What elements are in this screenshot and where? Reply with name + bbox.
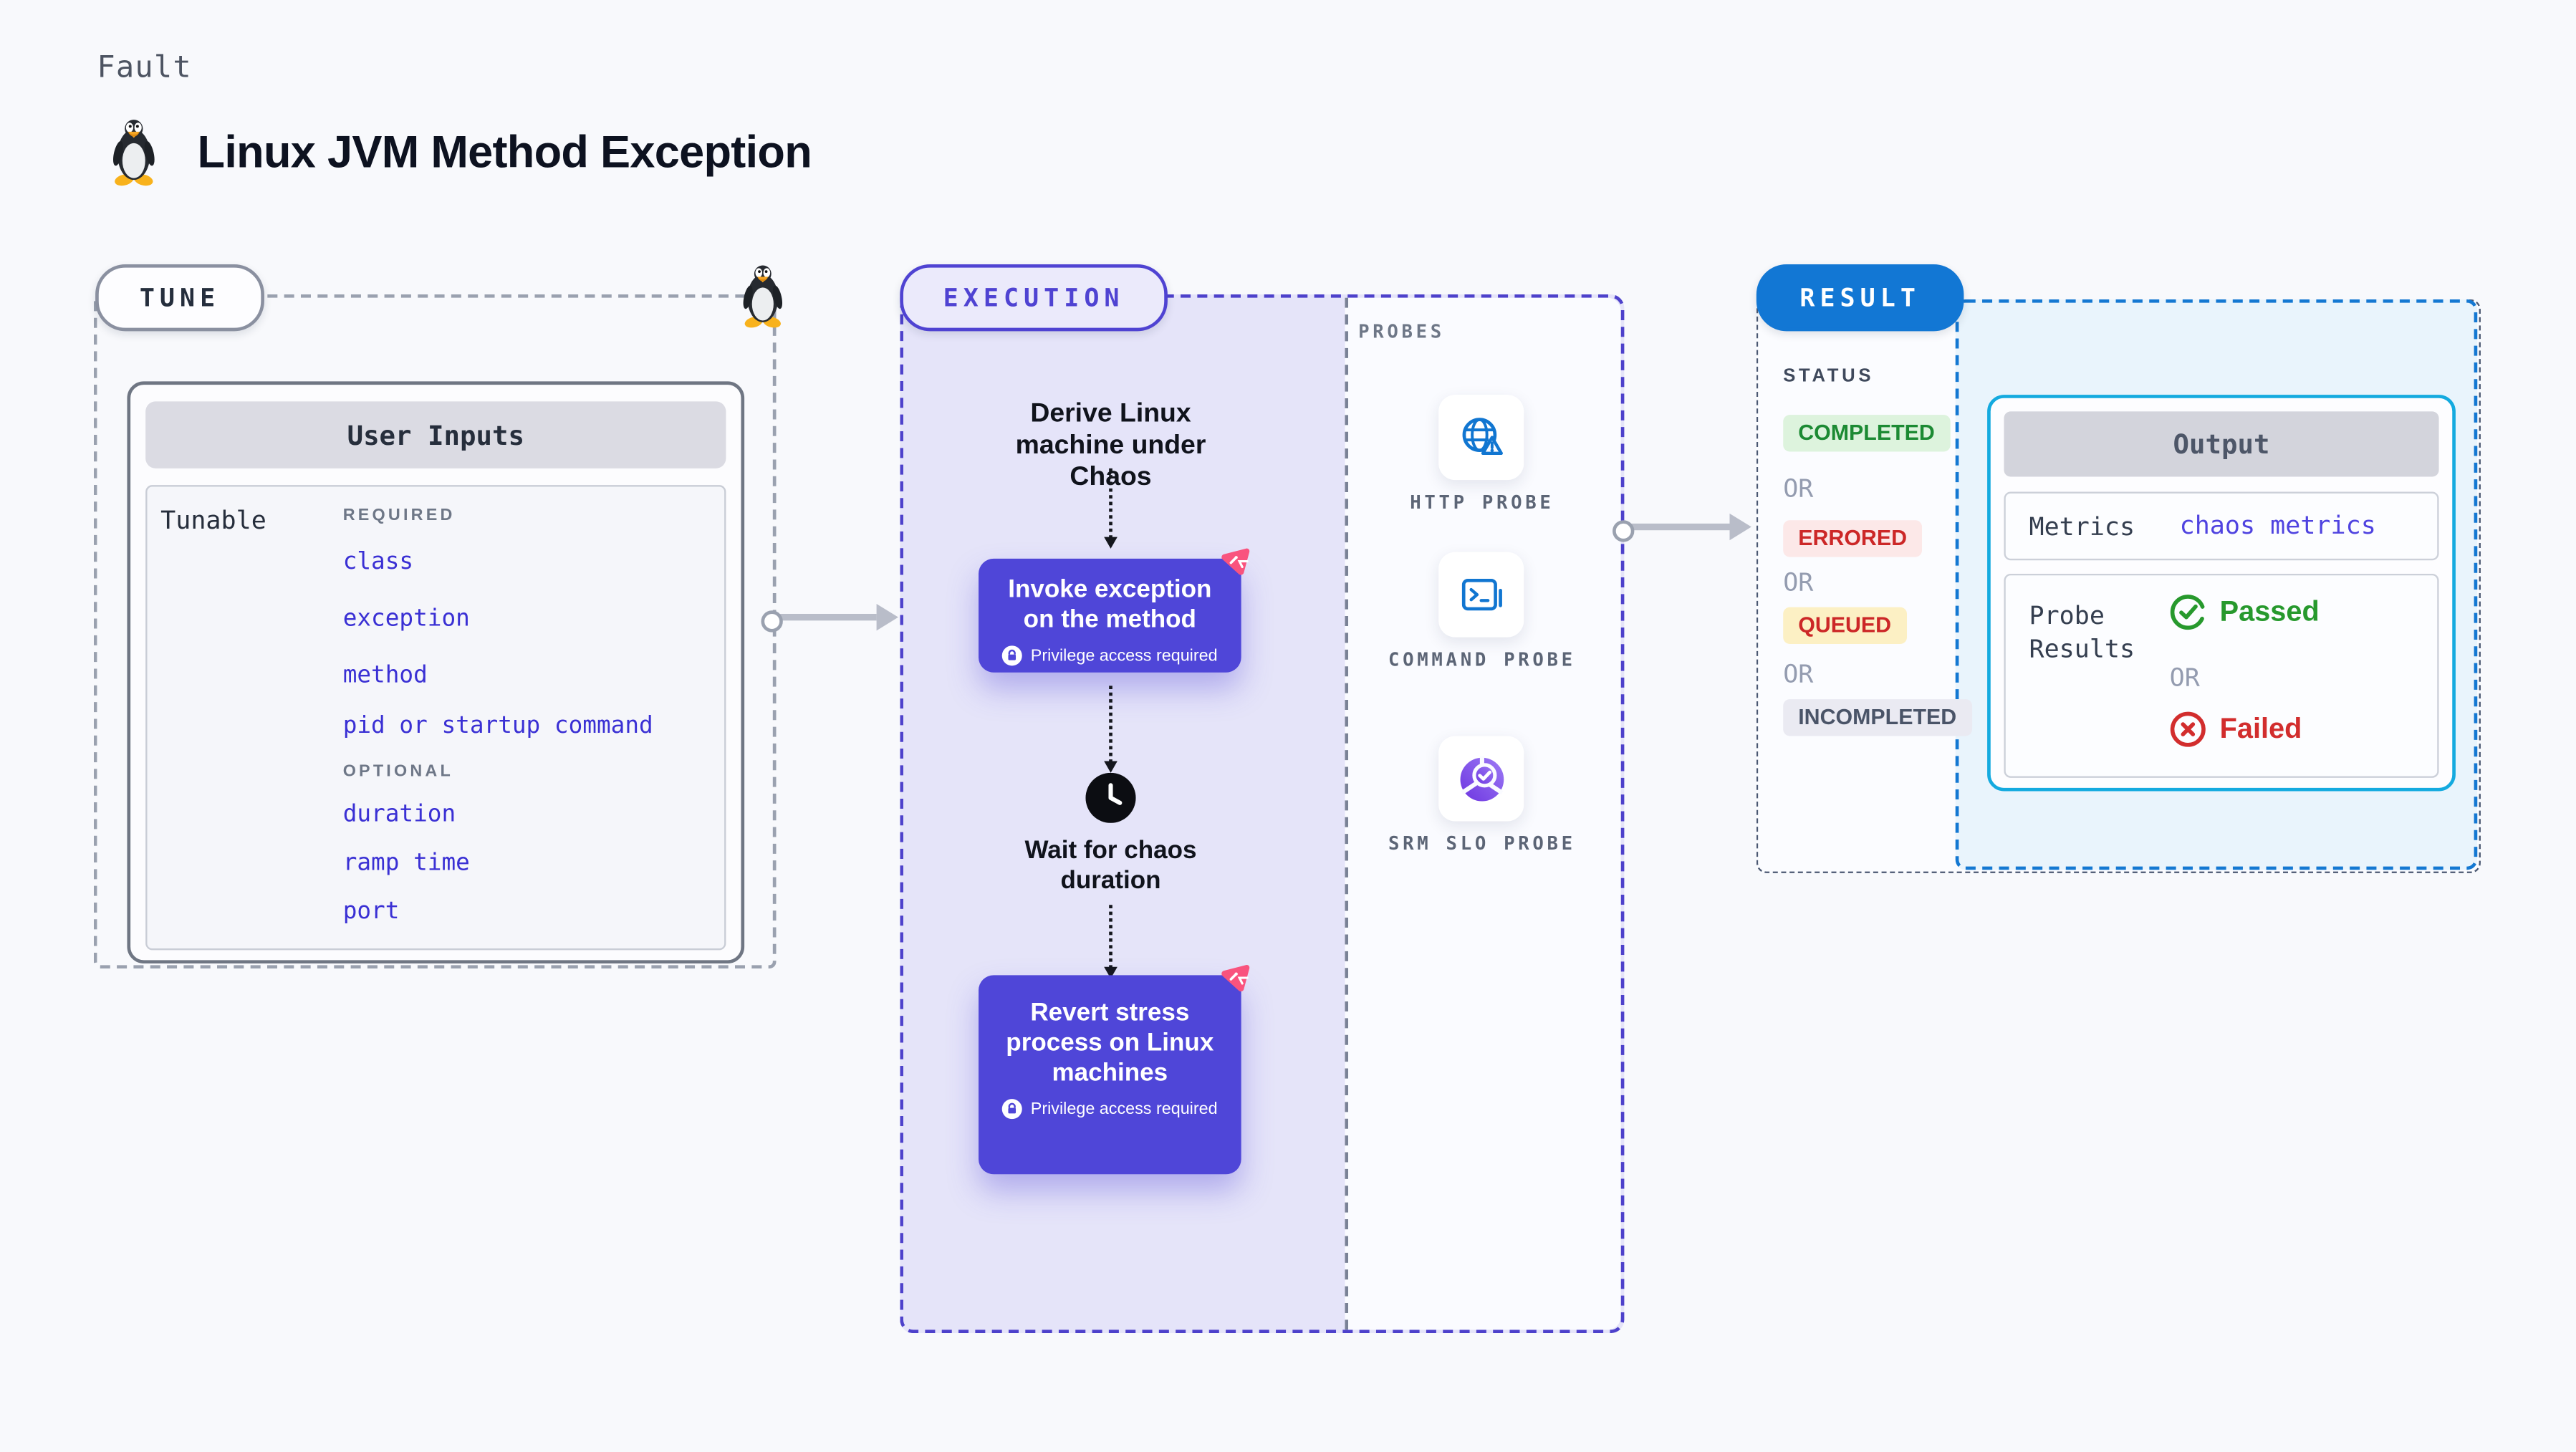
output-title: Output — [2173, 428, 2270, 461]
flow-step-derive: Derive Linux machine under Chaos — [1015, 400, 1206, 492]
srm-slo-probe-card — [1438, 736, 1524, 822]
output-card-header: Output — [2004, 411, 2439, 477]
status-badge-errored: ERRORED — [1783, 520, 1923, 557]
execution-to-result-arrow — [1629, 523, 1730, 531]
passed-result: Passed — [2170, 594, 2320, 630]
execution-pill-label: EXECUTION — [943, 282, 1125, 313]
invoke-exception-step: Invoke exception on the method Privilege… — [979, 558, 1241, 673]
metrics-label: Metrics — [2029, 511, 2135, 542]
status-or-label: OR — [1783, 473, 1814, 504]
result-section-pill: RESULT — [1756, 264, 1964, 332]
status-or-label: OR — [1783, 659, 1814, 690]
output-card: Output Metrics chaos metrics Probe Resul… — [1987, 395, 2456, 792]
revert-privilege-badge: Privilege access required — [1030, 1100, 1218, 1119]
chaos-fault-icon — [1220, 547, 1251, 577]
execution-connector-dot — [1613, 520, 1635, 542]
tunable-link-duration[interactable]: duration — [342, 801, 456, 828]
command-probe-card — [1438, 552, 1524, 638]
required-section-label: REQUIRED — [342, 506, 456, 526]
http-probe-label: HTTP PROBE — [1410, 491, 1554, 514]
tunable-link-exception[interactable]: exception — [342, 605, 470, 633]
failed-label: Failed — [2219, 712, 2302, 745]
lock-icon — [1002, 1099, 1023, 1120]
tunable-link-method[interactable]: method — [342, 662, 428, 690]
status-title: STATUS — [1783, 366, 1875, 387]
execution-to-result-arrowhead — [1729, 513, 1751, 541]
tunable-link-pid-or-startup-command[interactable]: pid or startup command — [342, 712, 653, 740]
globe-alert-icon — [1461, 417, 1502, 454]
status-or-label: OR — [1783, 567, 1814, 597]
flow-step-wait: Wait for chaos duration — [1024, 836, 1197, 895]
metrics-row: Metrics chaos metrics — [2004, 491, 2439, 561]
flow-connector-3 — [1104, 905, 1118, 979]
tune-section-pill: TUNE — [95, 264, 264, 332]
fault-eyebrow: Fault — [97, 50, 192, 86]
chaos-fault-icon — [1220, 963, 1251, 993]
status-badge-incompleted: INCOMPLETED — [1783, 699, 1972, 736]
user-inputs-header: User Inputs — [145, 401, 726, 468]
tunable-list-panel — [145, 485, 726, 951]
tunable-link-class[interactable]: class — [342, 548, 414, 576]
status-badge-queued: QUEUED — [1783, 607, 1907, 645]
tunable-link-ramp-time[interactable]: ramp time — [342, 850, 470, 877]
page-title: Linux JVM Method Exception — [197, 127, 812, 178]
tune-to-execution-arrow — [776, 613, 877, 621]
http-probe-card — [1438, 395, 1524, 481]
result-pill-label: RESULT — [1799, 282, 1921, 313]
tune-pill-label: TUNE — [139, 282, 221, 313]
revert-stress-title: Revert stress process on Linux machines — [1006, 999, 1214, 1087]
status-badge-completed: COMPLETED — [1783, 415, 1950, 452]
srm-slo-probe-label: SRM SLO PROBE — [1388, 832, 1576, 855]
lock-icon — [1002, 645, 1023, 666]
user-inputs-card: User Inputs Tunable REQUIRED class excep… — [127, 381, 745, 964]
terminal-icon — [1461, 577, 1501, 610]
command-probe-label: COMMAND PROBE — [1388, 649, 1576, 671]
check-circle-icon — [2170, 595, 2206, 630]
output-or-label: OR — [2169, 662, 2200, 693]
probe-results-label: Probe Results — [2029, 600, 2135, 665]
probe-results-row: Probe Results Passed OR Failed — [2004, 573, 2439, 778]
tux-penguin-small-icon — [741, 265, 784, 330]
probes-title: PROBES — [1358, 321, 1445, 343]
clock-icon — [1085, 772, 1136, 823]
invoke-exception-title: Invoke exception on the method — [1008, 575, 1212, 635]
chaos-metrics-link[interactable]: chaos metrics — [2179, 510, 2376, 541]
flow-connector-2 — [1104, 686, 1118, 773]
execution-section-pill: EXECUTION — [900, 264, 1168, 332]
tunable-row-label: Tunable — [160, 505, 266, 536]
tune-to-execution-arrowhead — [876, 603, 898, 631]
tune-connector-dot — [761, 610, 783, 633]
failed-result: Failed — [2170, 711, 2302, 747]
x-circle-icon — [2170, 711, 2206, 747]
tunable-link-port[interactable]: port — [342, 898, 400, 925]
user-inputs-title: User Inputs — [347, 418, 525, 451]
flow-connector-1 — [1104, 468, 1118, 549]
slo-donut-check-icon — [1459, 755, 1504, 801]
optional-section-label: OPTIONAL — [342, 762, 453, 782]
passed-label: Passed — [2219, 595, 2320, 628]
tux-penguin-icon — [111, 120, 157, 188]
invoke-privilege-badge: Privilege access required — [1030, 646, 1218, 665]
revert-stress-step: Revert stress process on Linux machines … — [979, 975, 1241, 1175]
